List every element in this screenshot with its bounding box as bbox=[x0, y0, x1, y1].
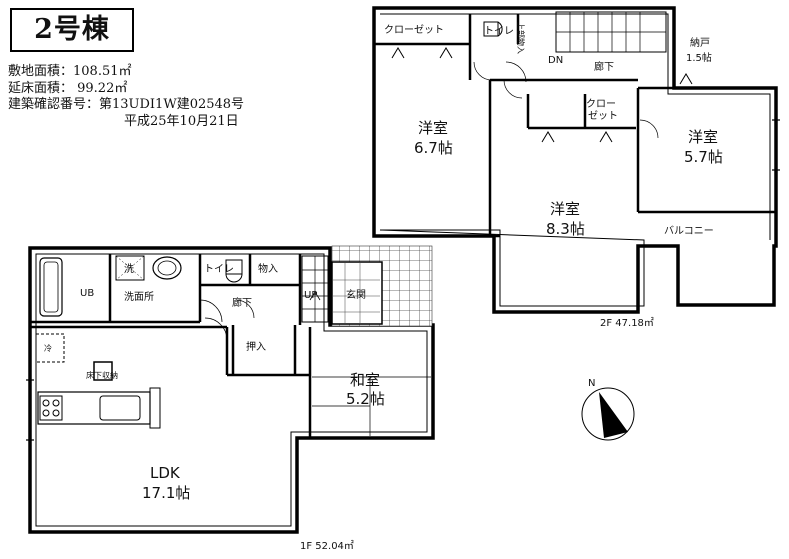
room-yoshitsu-6-7-size: 6.7帖 bbox=[414, 139, 453, 157]
hall-1f-label: 廊下 bbox=[232, 296, 252, 309]
room-ldk-name: LDK bbox=[150, 464, 181, 482]
storage-label: 物入 bbox=[258, 262, 278, 275]
room-yoshitsu-5-7-size: 5.7帖 bbox=[684, 148, 723, 166]
first-floor bbox=[26, 245, 435, 534]
oshiire-label: 押入 bbox=[246, 340, 266, 353]
floor-area: 延床面積： 99.22㎡ bbox=[8, 80, 128, 96]
floor1-area-label: 1F 52.04㎡ bbox=[300, 540, 354, 552]
site-area: 敷地面積：108.51㎡ bbox=[8, 64, 132, 79]
first-floor-outer-wall bbox=[28, 246, 435, 534]
second-floor bbox=[372, 6, 780, 314]
nando-name: 納戸 bbox=[690, 36, 710, 49]
room-washitsu-name: 和室 bbox=[350, 371, 380, 389]
second-floor-outer-wall bbox=[372, 6, 778, 314]
closet-label: クローゼット bbox=[384, 24, 444, 36]
senmenjo-label: 洗面所 bbox=[124, 291, 154, 303]
kitchen-counter bbox=[37, 391, 151, 425]
entrance-label: 玄関 bbox=[346, 288, 366, 301]
north-compass: N bbox=[581, 378, 635, 441]
permit-date: 平成25年10月21日 bbox=[124, 113, 239, 129]
hall-2f-label: 廊下 bbox=[594, 60, 614, 73]
building-title: 2号棟 bbox=[10, 8, 134, 52]
toilet-2f-label: トイレ bbox=[484, 26, 514, 37]
dn-label: DN bbox=[548, 55, 563, 66]
upper-storage-label: 上部物入 bbox=[516, 22, 526, 54]
room-yoshitsu-8-3-name: 洋室 bbox=[550, 200, 580, 218]
floor-storage-label: 床下収納 bbox=[86, 370, 118, 380]
room-washitsu-size: 5.2帖 bbox=[346, 390, 385, 408]
toilet-1f-label: トイレ bbox=[204, 264, 234, 275]
fridge-label: 冷 bbox=[44, 343, 52, 353]
floor2-area-label: 2F 47.18㎡ bbox=[600, 317, 654, 329]
room-ldk-size: 17.1帖 bbox=[142, 484, 190, 502]
permit-number: 建築確認番号：第13UDI1W建02548号 bbox=[8, 97, 245, 112]
balcony-label: バルコニー bbox=[664, 225, 714, 237]
first-floor-interior-walls bbox=[30, 254, 312, 438]
nando-size: 1.5帖 bbox=[686, 51, 712, 64]
room-yoshitsu-5-7-name: 洋室 bbox=[688, 128, 718, 146]
ub-label: UB bbox=[80, 288, 94, 299]
room-yoshitsu-8-3-size: 8.3帖 bbox=[546, 220, 585, 238]
wash-label: 洗 bbox=[124, 263, 134, 275]
floor-storage-hatch bbox=[93, 361, 113, 381]
up-label: UP bbox=[304, 290, 317, 301]
second-floor-interior-walls bbox=[374, 8, 776, 248]
room-yoshitsu-6-7-name: 洋室 bbox=[418, 119, 448, 137]
north-label: N bbox=[588, 378, 595, 389]
closet-b-label-1: クロー bbox=[586, 98, 616, 110]
closet-b-label-2: ゼット bbox=[588, 110, 618, 122]
property-info: 敷地面積：108.51㎡ 延床面積： 99.22㎡ 建築確認番号：第13UDI1… bbox=[8, 64, 338, 130]
